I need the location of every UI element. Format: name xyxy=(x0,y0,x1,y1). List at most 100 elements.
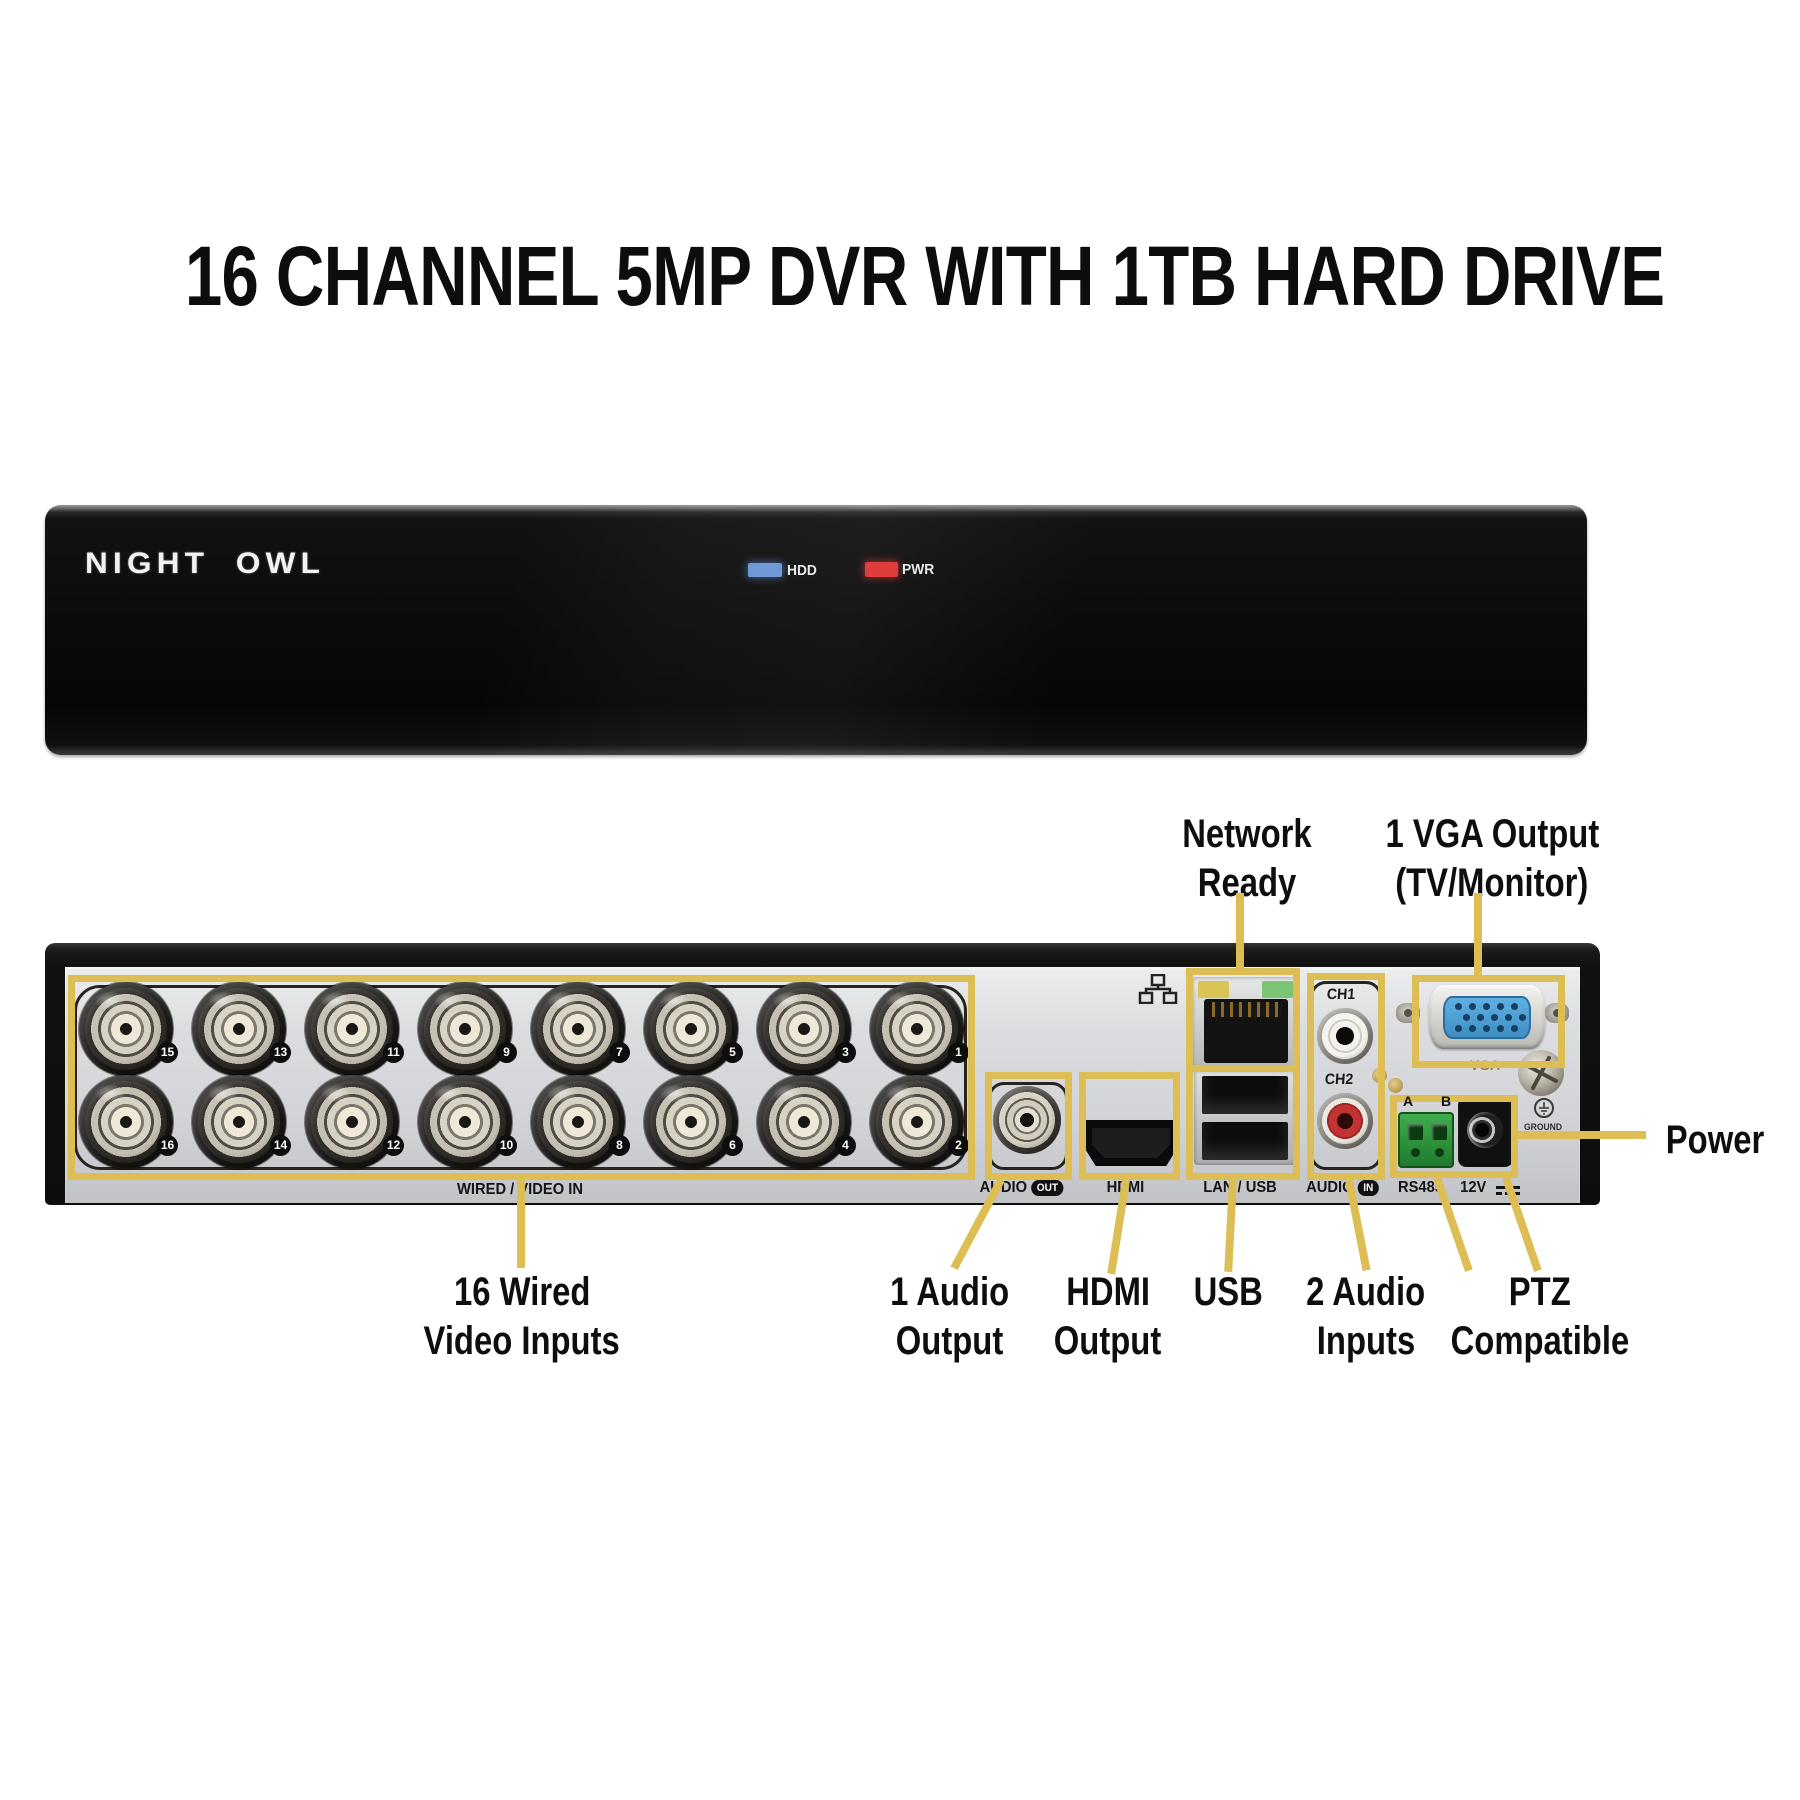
hdmi-port xyxy=(1082,1120,1180,1166)
bnc-channel-number-badge: 11 xyxy=(383,1042,404,1063)
lan-rj45-pins xyxy=(1212,1002,1282,1017)
annotation-usb: USB xyxy=(1048,1268,1408,1317)
bnc-channel-number-badge: 7 xyxy=(609,1042,630,1063)
ground-label: GROUND xyxy=(1524,1122,1562,1132)
vga-pin-hole xyxy=(1519,1014,1526,1021)
bnc-channel-number-badge: 8 xyxy=(609,1135,630,1156)
rs485-label: RS485 xyxy=(1397,1179,1443,1196)
usb-port-bottom xyxy=(1202,1122,1288,1160)
annotation-power-text: Power xyxy=(1665,1118,1765,1162)
vga-pin-hole xyxy=(1483,1003,1490,1010)
hdd-led-indicator xyxy=(748,563,782,577)
bnc-video-input-connector xyxy=(192,982,286,1076)
annotation-power: Power xyxy=(1655,1116,1800,1165)
annotation-audio-out-line1: 1 Audio xyxy=(890,1270,1010,1314)
bnc-video-input-connector xyxy=(79,982,173,1076)
annotation-network-line1: Network xyxy=(1182,812,1312,856)
lan-link-led-green xyxy=(1262,981,1293,998)
dvr-front-panel xyxy=(45,505,1587,755)
annotation-wired-line1: 16 Wired xyxy=(453,1270,591,1314)
callout-box-hdmi xyxy=(1079,1072,1180,1180)
bnc-channel-number-badge: 15 xyxy=(157,1042,178,1063)
callout-box-lan-usb xyxy=(1186,968,1300,1180)
bnc-video-input-connector xyxy=(305,1075,399,1169)
rs485-slot-b xyxy=(1431,1124,1447,1140)
power-led-label: PWR xyxy=(902,561,935,578)
annotation-network-line2: Ready xyxy=(1197,861,1297,905)
vga-pin-hole xyxy=(1483,1025,1490,1032)
annotation-hdmi-line2: Output xyxy=(1054,1319,1162,1363)
vga-pin-hole xyxy=(1505,1014,1512,1021)
annotation-hdmi-line1: HDMI xyxy=(1066,1270,1150,1314)
annotation-network-ready: Network Ready xyxy=(1067,810,1427,908)
rs485-screw-hole-b xyxy=(1435,1148,1444,1157)
bnc-channel-number-badge: 16 xyxy=(157,1135,178,1156)
callout-box-lan-usb-divider xyxy=(1186,1065,1300,1072)
annotation-wired-video-inputs: 16 Wired Video Inputs xyxy=(342,1268,702,1366)
vga-connector xyxy=(1443,996,1531,1039)
lan-activity-led-yellow xyxy=(1198,981,1229,998)
vga-pin-hole xyxy=(1469,1025,1476,1032)
annotation-ptz-line1: PTZ xyxy=(1509,1270,1571,1314)
rs485-terminal-b-label: B xyxy=(1441,1093,1452,1109)
callout-box-video-inputs xyxy=(68,975,975,1180)
ethernet-network-icon xyxy=(1138,973,1178,1009)
bnc-channel-number-badge: 2 xyxy=(948,1135,969,1156)
bnc-channel-number-badge: 1 xyxy=(948,1042,969,1063)
bnc-video-input-connector xyxy=(757,1075,851,1169)
ch2-label: CH2 xyxy=(1324,1071,1354,1088)
usb-port-top xyxy=(1202,1076,1288,1114)
annotation-wired-line2: Video Inputs xyxy=(423,1319,621,1363)
leader-vga xyxy=(1474,893,1482,980)
bnc-video-input-connector xyxy=(79,1075,173,1169)
rs485-terminal-a-label: A xyxy=(1403,1093,1414,1109)
annotation-vga-output: 1 VGA Output (TV/Monitor) xyxy=(1312,810,1672,908)
rs485-slot-a xyxy=(1407,1124,1423,1140)
callout-box-power xyxy=(1390,1095,1518,1178)
bnc-video-input-connector xyxy=(531,982,625,1076)
annotation-audio-in-line1: 2 Audio xyxy=(1306,1270,1426,1314)
vga-pin-hole xyxy=(1497,1003,1504,1010)
leader-video-inputs xyxy=(517,1180,525,1268)
bnc-video-input-connector xyxy=(305,982,399,1076)
annotation-ptz-compatible: PTZ Compatible xyxy=(1360,1268,1720,1366)
audio-in-ch1-rca-connector xyxy=(1317,1008,1373,1064)
ground-screw xyxy=(1518,1050,1564,1096)
bnc-channel-number-badge: 9 xyxy=(496,1042,517,1063)
vga-pin-hole xyxy=(1511,1003,1518,1010)
annotation-audio-in-line2: Inputs xyxy=(1316,1319,1416,1363)
callout-box-audio-in xyxy=(1307,973,1385,1180)
bnc-channel-number-badge: 10 xyxy=(496,1135,517,1156)
bnc-channel-number-badge: 13 xyxy=(270,1042,291,1063)
leader-power xyxy=(1518,1131,1646,1139)
callout-box-vga xyxy=(1412,975,1565,1068)
bnc-video-input-connector xyxy=(644,1075,738,1169)
bnc-channel-number-badge: 12 xyxy=(383,1135,404,1156)
vga-pin-hole xyxy=(1455,1025,1462,1032)
bnc-video-input-connector xyxy=(757,982,851,1076)
annotation-vga-line2: (TV/Monitor) xyxy=(1395,861,1589,905)
bnc-channel-number-badge: 3 xyxy=(835,1042,856,1063)
bnc-mounting-plate xyxy=(74,985,967,1170)
annotation-usb-text: USB xyxy=(1193,1270,1263,1314)
ground-symbol-icon xyxy=(1533,1097,1555,1124)
bnc-video-input-connector xyxy=(192,1075,286,1169)
vga-pin-hole xyxy=(1477,1014,1484,1021)
vga-pin-hole xyxy=(1491,1014,1498,1021)
bnc-video-input-connector xyxy=(418,1075,512,1169)
lan-usb-label: LAN / USB xyxy=(1203,1179,1277,1196)
page-title-text: 16 CHANNEL 5MP DVR WITH 1TB HARD DRIVE xyxy=(184,229,1665,323)
chassis-screw-small-2 xyxy=(1388,1078,1403,1093)
vga-pin-hole xyxy=(1469,1003,1476,1010)
bnc-channel-number-badge: 4 xyxy=(835,1135,856,1156)
audio-in-label: AUDIO IN xyxy=(1306,1179,1379,1197)
audio-in-ch2-rca-connector xyxy=(1317,1093,1373,1149)
annotation-hdmi-output: HDMI Output xyxy=(928,1268,1288,1366)
vga-pin-hole xyxy=(1463,1014,1470,1021)
annotation-ptz-line2: Compatible xyxy=(1450,1319,1630,1363)
ch1-label: CH1 xyxy=(1326,986,1356,1003)
rs485-terminal-block xyxy=(1398,1112,1454,1168)
leader-network xyxy=(1236,893,1244,975)
bnc-video-input-connector xyxy=(870,1075,964,1169)
